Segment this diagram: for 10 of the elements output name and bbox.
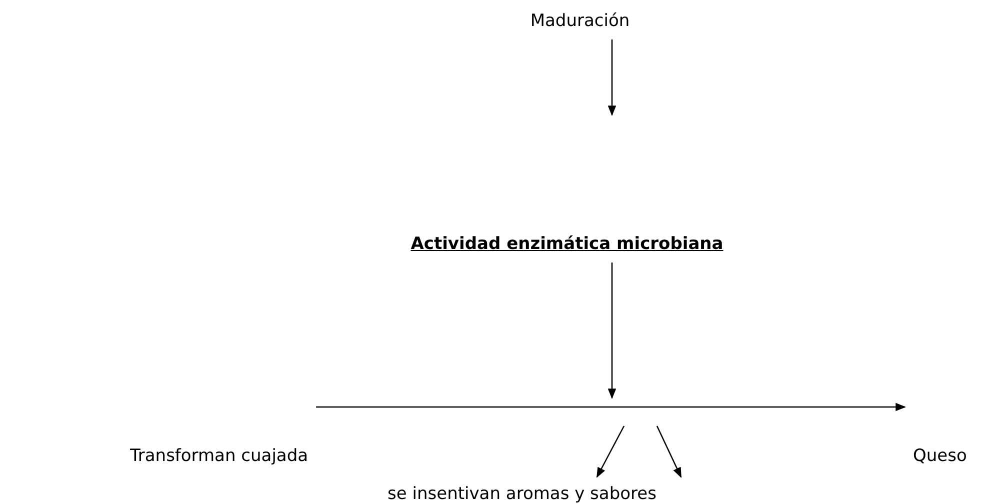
arrow [316, 402, 906, 412]
input-label: Transforman cuajada [130, 444, 308, 470]
arrow [608, 40, 616, 116]
arrow [656, 426, 682, 478]
arrow [608, 262, 616, 400]
result-label: se insentivan aromas y sabores [388, 482, 656, 504]
step-label: Maduración [530, 9, 630, 34]
heading-label: Actividad enzimática microbiana [410, 232, 724, 258]
arrow [596, 426, 625, 478]
output-label: Queso [913, 444, 967, 470]
